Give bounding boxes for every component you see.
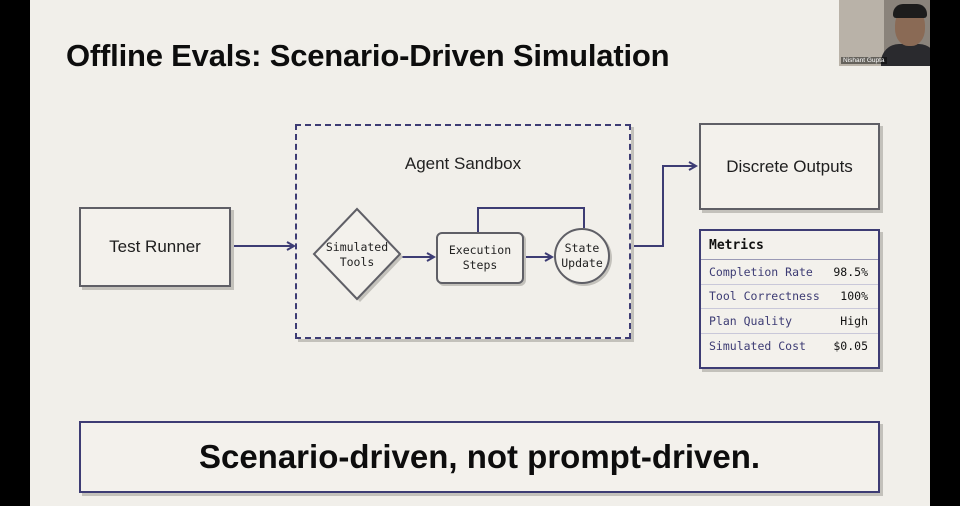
takeaway-text: Scenario-driven, not prompt-driven.: [198, 438, 761, 475]
metric-name: Tool Correctness: [709, 289, 820, 304]
simulated-tools-line-1: Simulated: [325, 240, 389, 254]
state-update-line-2: Update: [561, 256, 603, 270]
state-update-node: State Update: [554, 228, 610, 284]
state-update-label: State Update: [561, 241, 603, 271]
test-runner-box: Test Runner: [79, 207, 231, 287]
execution-steps-line-2: Steps: [462, 258, 498, 272]
metric-value: 98.5%: [833, 264, 868, 279]
participant-name-label: Nishant Gupta: [841, 57, 887, 64]
test-runner-label: Test Runner: [109, 237, 201, 256]
participant-cap: [893, 4, 927, 18]
agent-sandbox: Agent Sandbox: [295, 124, 631, 339]
participant-body: [881, 44, 930, 66]
metric-value: $0.05: [833, 338, 868, 353]
takeaway-banner: Scenario-driven, not prompt-driven.: [79, 421, 880, 493]
metric-row: Plan Quality High: [701, 309, 878, 334]
metrics-heading: Metrics: [701, 231, 878, 260]
metric-name: Completion Rate: [709, 264, 813, 279]
metric-value: High: [840, 313, 868, 328]
metric-name: Simulated Cost: [709, 338, 806, 353]
participant-video-tile[interactable]: Nishant Gupta: [839, 0, 930, 66]
simulated-tools-line-2: Tools: [339, 255, 375, 269]
state-update-line-1: State: [564, 241, 600, 255]
presentation-slide: Offline Evals: Scenario-Driven Simulatio…: [30, 0, 930, 506]
agent-sandbox-label: Agent Sandbox: [404, 154, 522, 173]
slide-title: Offline Evals: Scenario-Driven Simulatio…: [66, 38, 670, 73]
video-background: [839, 0, 884, 66]
metric-row: Completion Rate 98.5%: [701, 260, 878, 285]
simulated-tools-label: Simulated Tools: [317, 240, 397, 270]
metric-value: 100%: [840, 289, 868, 304]
arrow-sandbox-to-outputs: [633, 166, 696, 247]
discrete-outputs-box: Discrete Outputs: [699, 123, 880, 210]
metric-name: Plan Quality: [709, 313, 793, 328]
execution-steps-box: Execution Steps: [436, 232, 524, 284]
discrete-outputs-label: Discrete Outputs: [726, 156, 853, 176]
metric-row: Simulated Cost $0.05: [701, 334, 878, 359]
metrics-table: Metrics Completion Rate 98.5% Tool Corre…: [699, 229, 880, 369]
execution-steps-label: Execution Steps: [449, 243, 511, 273]
execution-steps-line-1: Execution: [448, 243, 512, 257]
metric-row: Tool Correctness 100%: [701, 285, 878, 309]
